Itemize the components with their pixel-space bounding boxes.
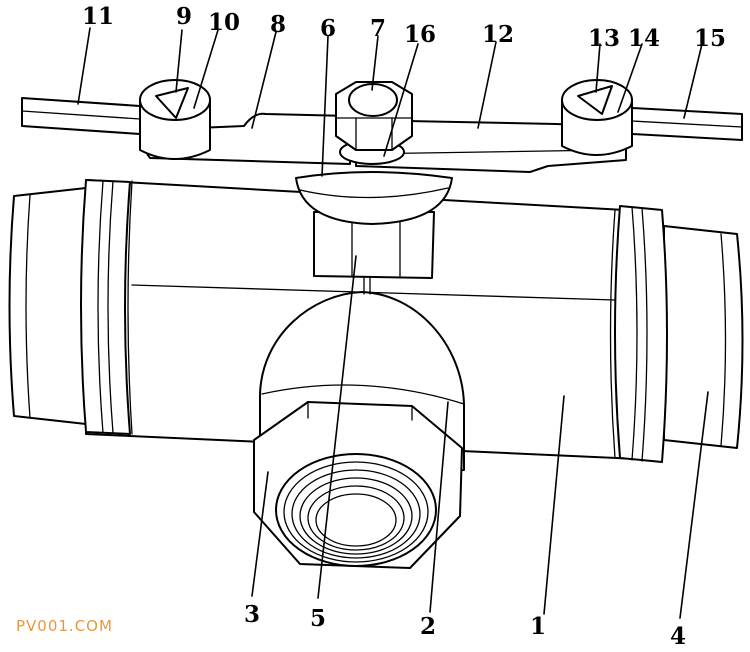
label-14: 14 bbox=[628, 25, 660, 52]
label-11: 11 bbox=[82, 3, 114, 30]
right-flange bbox=[614, 205, 668, 463]
label-7: 7 bbox=[370, 15, 386, 42]
left-knob bbox=[139, 79, 211, 160]
valve-stem bbox=[363, 277, 371, 295]
label-10: 10 bbox=[208, 9, 240, 36]
bowl-washer bbox=[295, 171, 453, 225]
label-5: 5 bbox=[310, 605, 326, 632]
part-labels: 11 9 10 8 6 7 16 12 13 14 15 3 5 2 1 4 bbox=[82, 3, 726, 650]
label-12: 12 bbox=[482, 21, 514, 48]
right-end-socket bbox=[663, 225, 744, 449]
leader-lines bbox=[77, 27, 709, 619]
label-3: 3 bbox=[244, 601, 260, 628]
label-15: 15 bbox=[694, 25, 726, 52]
outlet-hex-nut bbox=[253, 401, 463, 569]
left-rod bbox=[21, 97, 141, 135]
left-end-socket bbox=[8, 187, 87, 425]
right-knob bbox=[561, 79, 633, 156]
label-9: 9 bbox=[176, 3, 192, 30]
label-4: 4 bbox=[670, 623, 686, 650]
left-flange bbox=[80, 179, 131, 435]
center-hex-nut bbox=[335, 81, 413, 165]
label-16: 16 bbox=[404, 21, 436, 48]
label-2: 2 bbox=[420, 613, 436, 640]
label-8: 8 bbox=[270, 11, 286, 38]
watermark-text: PV001.COM bbox=[16, 617, 113, 635]
label-6: 6 bbox=[320, 15, 336, 42]
label-1: 1 bbox=[530, 613, 546, 640]
label-13: 13 bbox=[588, 25, 620, 52]
right-rod bbox=[631, 107, 743, 141]
